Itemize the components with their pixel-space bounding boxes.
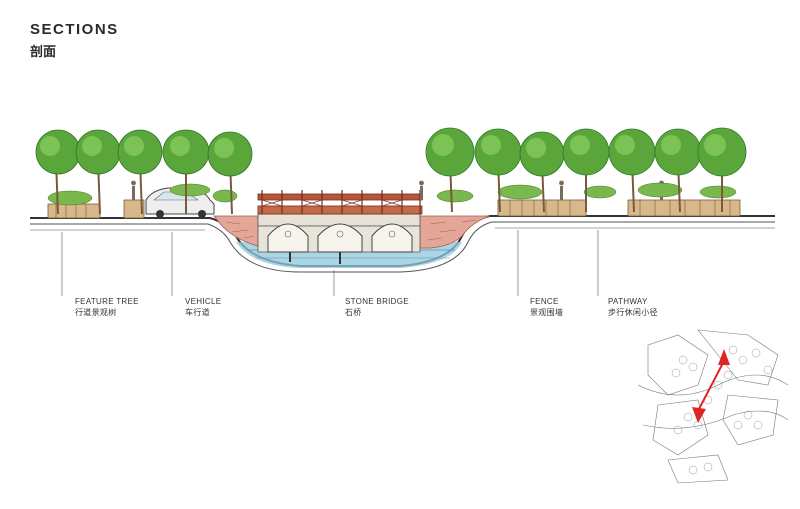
tree xyxy=(35,129,81,215)
label-fence: FENCE 景观围墙 xyxy=(530,296,563,318)
label-cn: 石桥 xyxy=(345,308,362,317)
tree xyxy=(474,128,522,213)
label-cn: 行道景观树 xyxy=(75,308,117,317)
trees-right xyxy=(425,127,747,213)
label-cn: 步行休闲小径 xyxy=(608,308,658,317)
label-feature-tree: FEATURE TREE 行道景观树 xyxy=(75,296,139,318)
label-en: PATHWAY xyxy=(608,297,648,306)
leader-lines xyxy=(61,230,599,296)
label-cn: 车行道 xyxy=(185,308,210,317)
label-cn: 景观围墙 xyxy=(530,308,564,317)
label-en: VEHICLE xyxy=(185,297,222,306)
tree xyxy=(117,129,163,215)
tree xyxy=(654,128,702,213)
trees-left xyxy=(35,129,253,215)
tree xyxy=(608,128,656,213)
tree xyxy=(519,131,565,213)
tree xyxy=(425,127,475,213)
label-vehicle: VEHICLE 车行道 xyxy=(185,296,221,318)
fence-left xyxy=(47,199,145,219)
page-subtitle: 剖面 xyxy=(30,44,57,59)
label-en: STONE BRIDGE xyxy=(345,297,409,306)
tree xyxy=(697,127,747,212)
stone-bridge xyxy=(257,213,421,264)
tree xyxy=(207,131,253,215)
fence-right xyxy=(497,199,741,217)
page-title: SECTIONS xyxy=(30,21,119,38)
label-en: FENCE xyxy=(530,297,559,306)
label-en: FEATURE TREE xyxy=(75,297,139,306)
timber-bridge-deck xyxy=(257,190,423,215)
label-stone-bridge: STONE BRIDGE 石桥 xyxy=(345,296,409,318)
tree xyxy=(562,128,610,212)
shrubs xyxy=(47,182,737,206)
tree xyxy=(162,129,210,214)
label-pathway: PATHWAY 步行休闲小径 xyxy=(608,296,658,318)
section-cut-arrow xyxy=(692,349,730,423)
key-plan-map xyxy=(638,329,788,484)
